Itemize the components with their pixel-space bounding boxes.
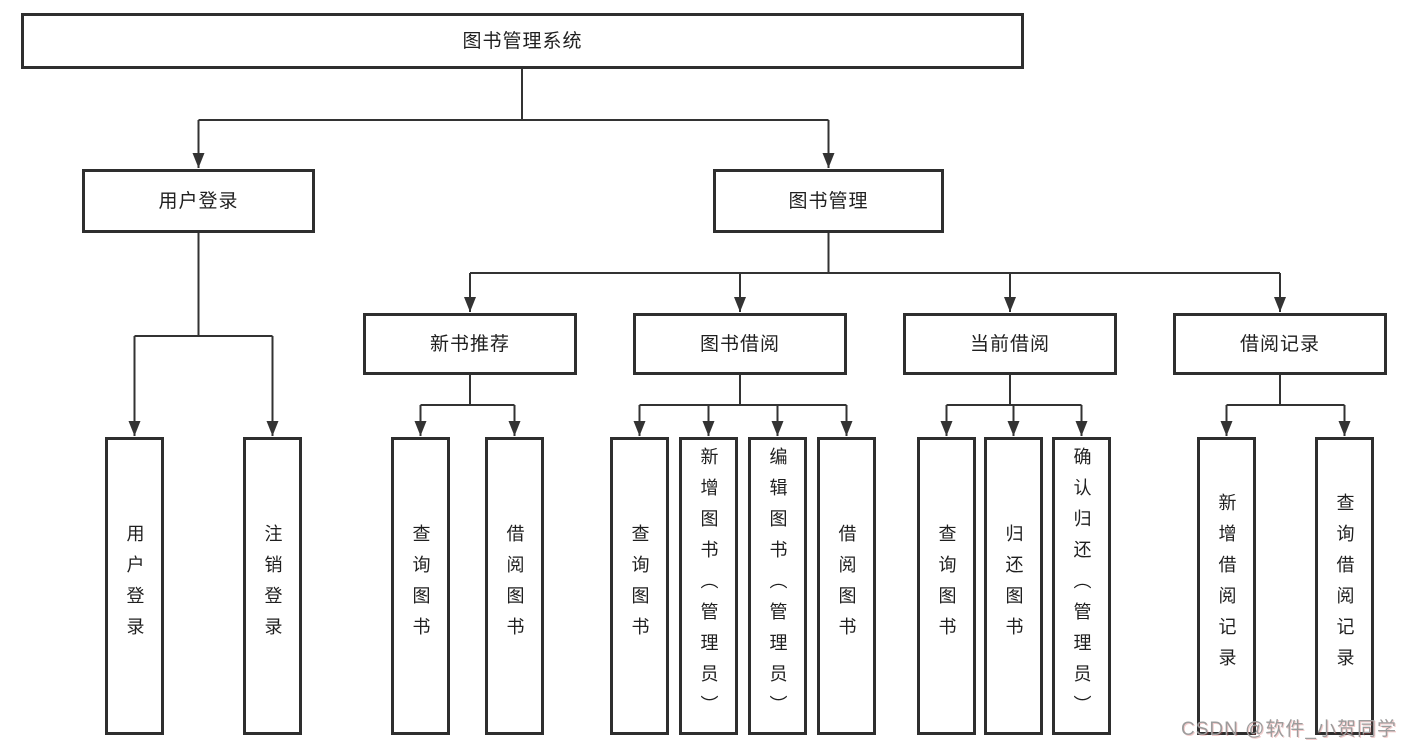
leaf-query-books-current: 查询图书 bbox=[917, 437, 976, 735]
node-label: 新书推荐 bbox=[429, 333, 510, 355]
leaf-confirm-return-admin: 确认归还（管理员） bbox=[1052, 437, 1111, 735]
node-label: 用户登录 bbox=[158, 190, 239, 212]
leaf-borrow-books-recommend: 借阅图书 bbox=[485, 437, 544, 735]
node-label: 图书管理系统 bbox=[462, 30, 583, 52]
node-borrowing-records: 借阅记录 bbox=[1173, 313, 1387, 375]
leaf-edit-book-admin: 编辑图书（管理员） bbox=[748, 437, 807, 735]
leaf-logout: 注销登录 bbox=[243, 437, 302, 735]
leaf-query-books-recommend: 查询图书 bbox=[391, 437, 450, 735]
leaf-label: 用户登录 bbox=[124, 524, 145, 648]
node-current-borrowing: 当前借阅 bbox=[903, 313, 1117, 375]
leaf-label: 借阅图书 bbox=[836, 524, 857, 648]
leaf-label: 注销登录 bbox=[262, 524, 283, 648]
leaf-label: 归还图书 bbox=[1003, 524, 1024, 648]
leaf-label: 查询图书 bbox=[410, 524, 431, 648]
leaf-query-books-borrow: 查询图书 bbox=[610, 437, 669, 735]
leaf-label: 查询图书 bbox=[936, 524, 957, 648]
node-book-borrowing: 图书借阅 bbox=[633, 313, 847, 375]
leaf-label: 新增图书（管理员） bbox=[698, 446, 719, 726]
node-new-book-recommend: 新书推荐 bbox=[363, 313, 577, 375]
node-label: 图书管理 bbox=[788, 190, 869, 212]
node-root-library-management-system: 图书管理系统 bbox=[21, 13, 1024, 69]
node-book-management: 图书管理 bbox=[713, 169, 944, 233]
leaf-label: 查询借阅记录 bbox=[1334, 493, 1355, 679]
leaf-label: 确认归还（管理员） bbox=[1071, 446, 1092, 726]
leaf-label: 借阅图书 bbox=[504, 524, 525, 648]
node-label: 当前借阅 bbox=[969, 333, 1050, 355]
leaf-label: 新增借阅记录 bbox=[1216, 493, 1237, 679]
node-label: 借阅记录 bbox=[1239, 333, 1320, 355]
leaf-add-book-admin: 新增图书（管理员） bbox=[679, 437, 738, 735]
leaf-borrow-books: 借阅图书 bbox=[817, 437, 876, 735]
leaf-user-login: 用户登录 bbox=[105, 437, 164, 735]
leaf-label: 查询图书 bbox=[629, 524, 650, 648]
csdn-watermark: CSDN @软件_小贺同学 bbox=[1181, 719, 1397, 740]
leaf-label: 编辑图书（管理员） bbox=[767, 446, 788, 726]
leaf-return-book: 归还图书 bbox=[984, 437, 1043, 735]
leaf-query-borrow-record: 查询借阅记录 bbox=[1315, 437, 1374, 735]
node-user-login: 用户登录 bbox=[82, 169, 315, 233]
node-label: 图书借阅 bbox=[699, 333, 780, 355]
leaf-add-borrow-record: 新增借阅记录 bbox=[1197, 437, 1256, 735]
